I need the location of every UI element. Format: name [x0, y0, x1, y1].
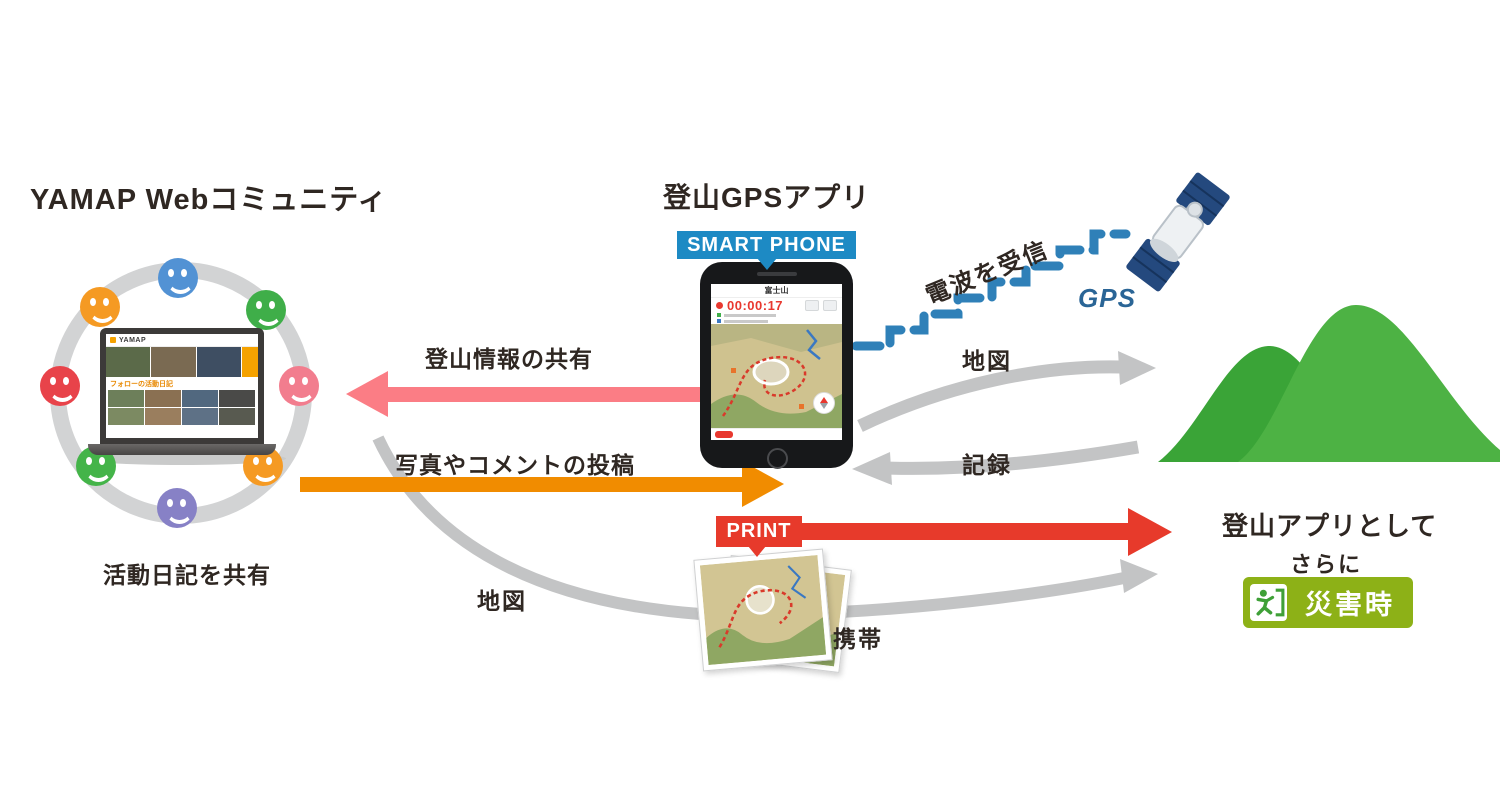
smiley-face-icon — [279, 366, 319, 406]
record-dot-icon — [716, 301, 723, 309]
share-arrow — [388, 387, 712, 402]
phone-timer-row: 00:00:17 — [711, 298, 842, 313]
home-button — [767, 448, 788, 469]
phone-coordinates — [711, 313, 842, 324]
print-arrow-head — [1128, 508, 1172, 556]
photo-tile — [151, 347, 196, 377]
community-caption: 活動日記を共有 — [103, 562, 271, 588]
hero-accent — [241, 347, 258, 377]
laptop-shadow — [78, 452, 286, 465]
phone-place-title: 富士山 — [711, 284, 842, 298]
photo-tile — [108, 390, 144, 407]
laptop-photo-grid — [106, 390, 258, 425]
emergency-exit-icon — [1250, 584, 1287, 621]
map-arrow-label: 地図 — [962, 348, 1012, 374]
print-arrow — [800, 523, 1130, 540]
record-arrow-curve — [852, 440, 1140, 485]
phone-screen: 富士山 00:00:17 — [711, 284, 842, 440]
layers-button — [823, 299, 837, 311]
gps-wave-steps — [851, 229, 1131, 351]
disaster-badge-label: 災害時 — [1305, 590, 1395, 620]
smiley-face-icon — [40, 366, 80, 406]
smiley-face-icon — [246, 290, 286, 330]
carry-label: 携帯 — [833, 626, 883, 652]
phone-bottom-bar — [711, 427, 842, 440]
laptop-screen: YAMAP フォローの活動日記 — [106, 334, 258, 438]
laptop-feed-title: フォローの活動日記 — [110, 381, 173, 388]
web-community-title: YAMAP Webコミュニティ — [30, 184, 388, 216]
post-arrow-label: 写真やコメントの投稿 — [395, 452, 635, 478]
mountain — [1158, 305, 1500, 462]
laptop: YAMAP フォローの活動日記 — [100, 328, 264, 444]
smartphone: 富士山 00:00:17 — [700, 262, 853, 469]
yamap-logo-icon — [110, 337, 116, 343]
furthermore-label: さらに — [1290, 552, 1363, 577]
post-arrow — [300, 477, 742, 492]
gps-label: GPS — [1078, 283, 1136, 313]
photo-tile — [108, 408, 144, 425]
photo-tile — [182, 408, 218, 425]
mountain-caption: 登山アプリとして — [1222, 511, 1438, 541]
rec-pill — [715, 430, 733, 438]
compass-fab — [813, 391, 835, 414]
app-title: 登山GPSアプリ — [663, 182, 871, 213]
record-arrow-label: 記録 — [962, 452, 1012, 478]
smartphone-badge-pointer — [757, 258, 777, 270]
photo-tile — [219, 408, 255, 425]
photo-tile — [145, 408, 181, 425]
map-arrow-curve — [857, 351, 1156, 432]
photo-tile — [106, 347, 151, 377]
map-button — [805, 299, 819, 311]
photo-tile — [219, 390, 255, 407]
yamap-logo-text: YAMAP — [119, 336, 147, 344]
photo-tile — [145, 390, 181, 407]
print-badge-pointer — [748, 546, 766, 557]
laptop-web-header: YAMAP — [106, 334, 258, 347]
print-map-label: 地図 — [477, 588, 527, 614]
photo-tile — [196, 347, 241, 377]
laptop-hero-photos — [106, 347, 258, 377]
printed-maps — [693, 548, 858, 677]
printed-map-sheet — [693, 548, 833, 672]
smartphone-badge: SMART PHONE — [677, 231, 856, 259]
share-arrow-label: 登山情報の共有 — [425, 346, 593, 372]
phone-speaker — [757, 272, 797, 276]
smiley-face-icon — [158, 258, 198, 298]
disaster-badge: 災害時 — [1243, 577, 1413, 628]
satellite-icon — [1126, 172, 1230, 292]
smiley-face-icon — [157, 488, 197, 528]
share-arrow-head — [346, 371, 388, 417]
smiley-face-icon — [80, 287, 120, 327]
phone-timer: 00:00:17 — [727, 297, 784, 313]
photo-tile — [182, 390, 218, 407]
phone-map — [711, 323, 842, 428]
print-badge: PRINT — [716, 516, 802, 547]
laptop-base — [88, 444, 276, 455]
